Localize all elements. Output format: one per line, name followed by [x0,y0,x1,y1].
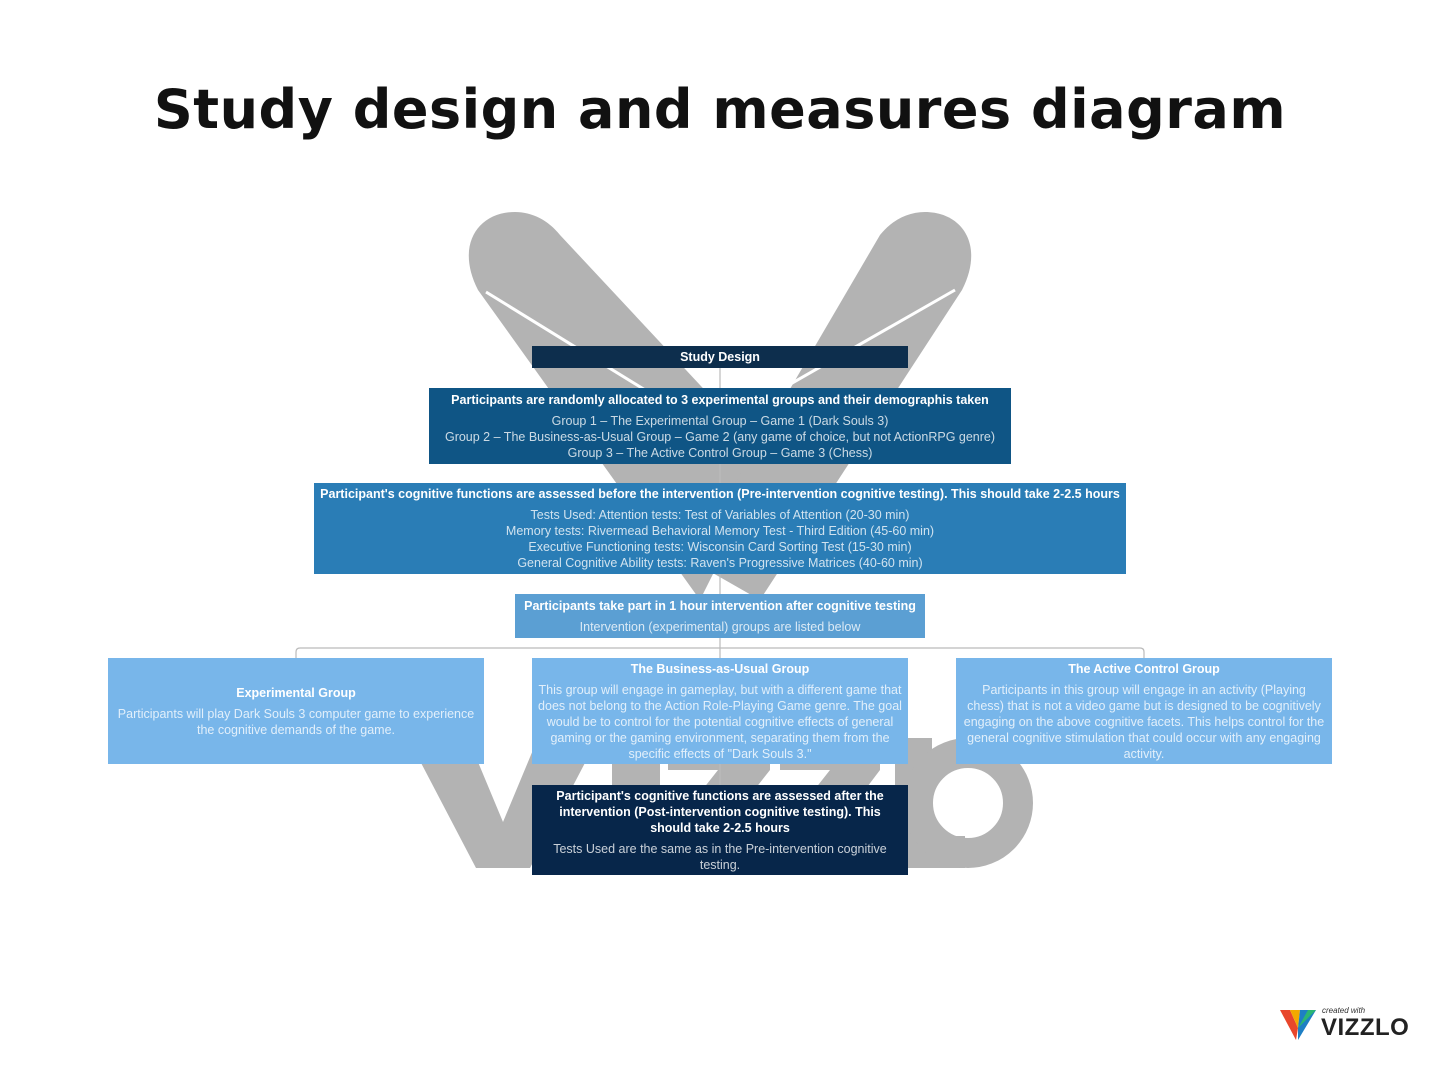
node-pre-testing-title: Participant's cognitive functions are as… [320,487,1120,501]
vizzlo-logo-icon [1280,1010,1316,1040]
node-post-testing: Participant's cognitive functions are as… [532,785,908,875]
watermark-letter-o [903,738,1033,868]
node-active-control-group-body: Participants in this group will engage i… [962,682,1326,762]
node-business-group-body: This group will engage in gameplay, but … [538,682,902,762]
node-business-group-title: The Business-as-Usual Group [630,661,810,676]
page-title: Study design and measures diagram [153,78,1287,141]
watermark-letter-v [408,738,598,868]
node-experimental-group-body: Participants will play Dark Souls 3 comp… [114,706,478,738]
node-post-testing-title: Participant's cognitive functions are as… [556,788,884,835]
node-allocation-body: Group 1 – The Experimental Group – Game … [435,413,1005,461]
node-intervention-body: Intervention (experimental) groups are l… [521,619,919,635]
node-allocation-line: Group 3 – The Active Control Group – Gam… [567,445,873,460]
node-allocation-title: Participants are randomly allocated to 3… [451,392,989,407]
node-study-design: Study Design [532,346,908,368]
credit-small-text: created with [1322,1006,1366,1015]
node-active-control-group-line: Participants in this group will engage i… [963,682,1325,761]
node-post-testing-line: Tests Used are the same as in the Pre-in… [553,841,887,872]
node-allocation-line: Group 2 – The Business-as-Usual Group – … [444,429,996,444]
node-allocation-line: Group 1 – The Experimental Group – Game … [551,413,889,428]
node-active-control-group-title: The Active Control Group [1068,661,1220,676]
node-business-group: The Business-as-Usual Group This group w… [532,658,908,764]
node-pre-testing: Participant's cognitive functions are as… [314,483,1126,574]
node-pre-testing-line: General Cognitive Ability tests: Raven's… [517,556,923,570]
node-pre-testing-line: Executive Functioning tests: Wisconsin C… [528,540,912,554]
node-intervention: Participants take part in 1 hour interve… [515,594,925,638]
connector-branch [295,647,1145,658]
node-post-testing-body: Tests Used are the same as in the Pre-in… [538,841,902,873]
node-experimental-group: Experimental Group Participants will pla… [108,658,484,764]
node-study-design-title: Study Design [680,350,760,364]
node-intervention-title: Participants take part in 1 hour interve… [524,598,916,613]
node-business-group-line: This group will engage in gameplay, but … [538,682,902,761]
node-intervention-line: Intervention (experimental) groups are l… [579,619,861,634]
credit-brand-text: VIZZLO [1321,1014,1410,1041]
node-pre-testing-line: Memory tests: Rivermead Behavioral Memor… [505,524,935,538]
node-pre-testing-line: Tests Used: Attention tests: Test of Var… [530,508,910,522]
node-experimental-group-title: Experimental Group [236,685,356,700]
node-active-control-group: The Active Control Group Participants in… [956,658,1332,764]
node-experimental-group-line: Participants will play Dark Souls 3 comp… [117,706,475,737]
node-pre-testing-body: Tests Used: Attention tests: Test of Var… [320,507,1120,571]
vizzlo-credit[interactable]: created with VIZZLO [1278,1004,1420,1044]
node-allocation: Participants are randomly allocated to 3… [429,388,1011,464]
